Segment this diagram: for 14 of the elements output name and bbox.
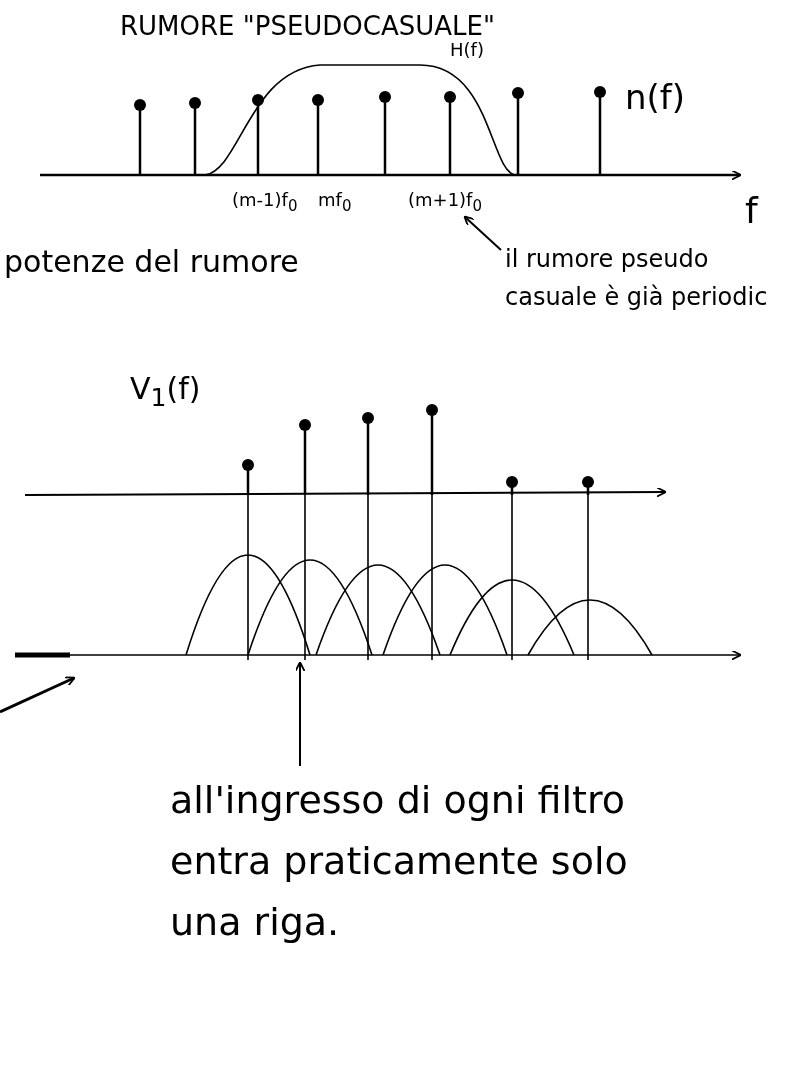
note-text: all'ingresso di ogni filtro entra praticamente solo una riga.	[170, 770, 630, 953]
note-text: potenze del rumore	[4, 245, 299, 280]
function-label: V$_{1}$(f)	[130, 372, 201, 413]
filter-bank-drawing	[185, 494, 653, 661]
frequency-label: mf$_{0}$	[318, 190, 352, 215]
frequency-label: (m+1)f$_{0}$	[408, 190, 482, 215]
curve-label: H(f)	[450, 40, 484, 61]
note-text: il rumore pseudo casuale è già periodic	[505, 240, 805, 317]
arrow	[463, 215, 502, 251]
axis-label: f	[745, 190, 758, 232]
arrow	[294, 661, 306, 767]
function-label: n(f)	[625, 78, 686, 118]
title-text: RUMORE "PSEUDOCASUALE"	[120, 12, 495, 42]
frequency-label: (m-1)f$_{0}$	[232, 190, 298, 215]
